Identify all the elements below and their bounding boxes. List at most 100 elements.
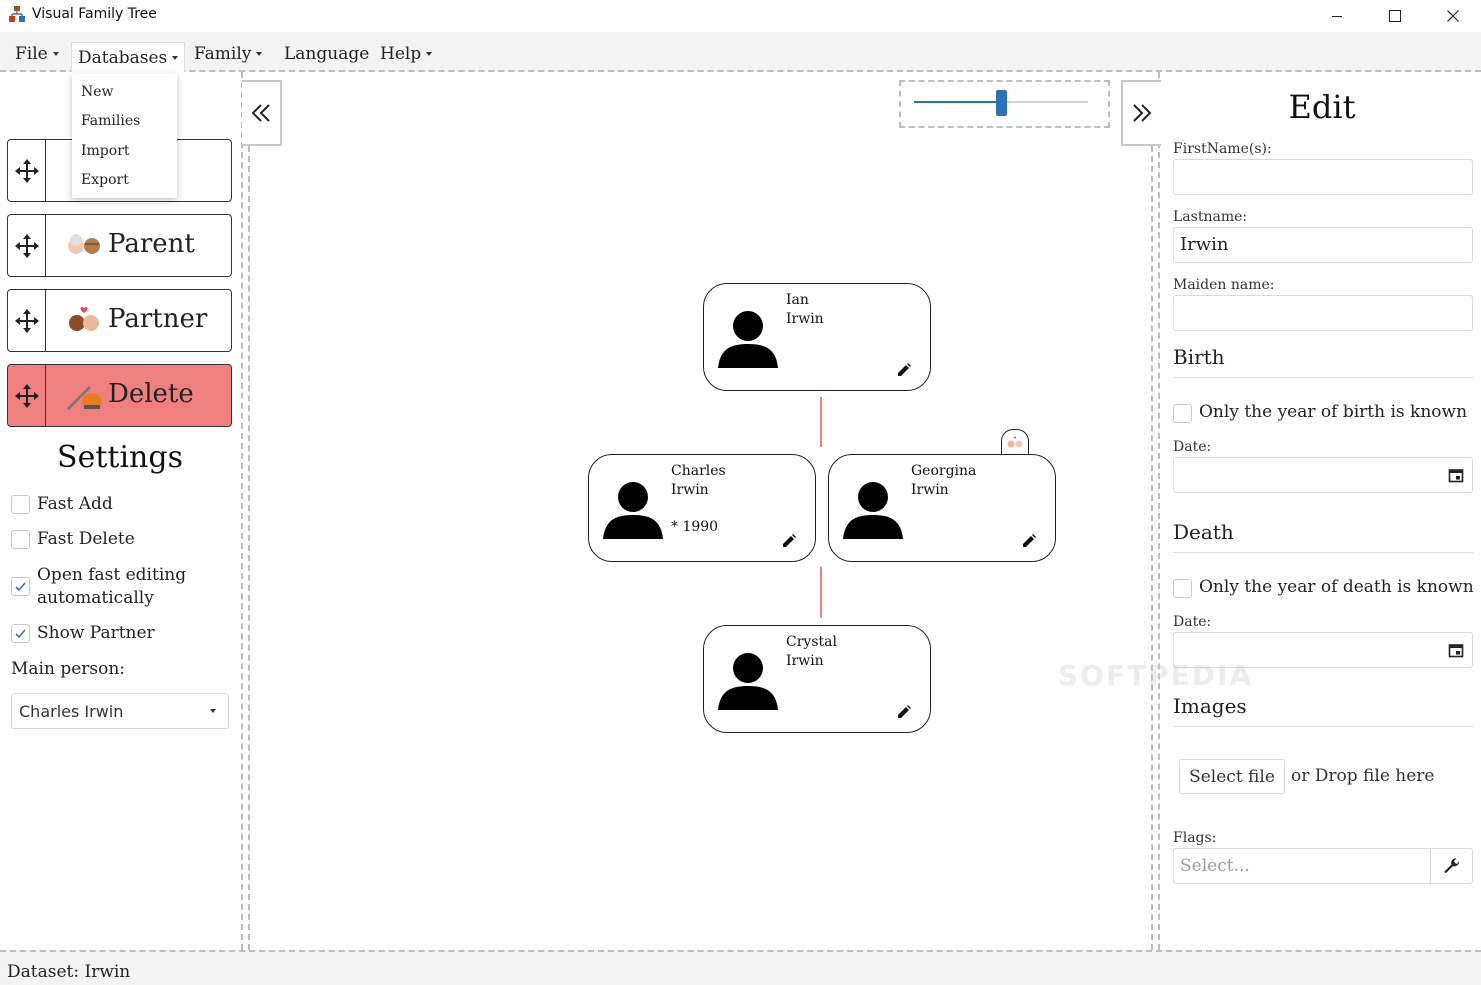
caret-down-icon <box>52 52 59 56</box>
show-partner-label: Show Partner <box>37 623 155 643</box>
lastname-input[interactable]: Irwin <box>1173 227 1473 263</box>
person-silhouette-icon <box>718 653 778 710</box>
death-year-only-label: Only the year of death is known <box>1199 577 1474 597</box>
birth-date-label: Date: <box>1173 439 1212 455</box>
menu-file[interactable]: File <box>15 44 59 64</box>
caret-down-icon <box>426 52 433 56</box>
firstname-label: FirstName(s): <box>1173 141 1272 157</box>
menu-item-import[interactable]: Import <box>81 143 130 159</box>
flags-select[interactable]: Select... <box>1173 848 1473 884</box>
pencil-icon[interactable] <box>896 362 912 378</box>
person-card-ian[interactable]: Ian Irwin <box>703 283 931 391</box>
death-year-only-checkbox[interactable] <box>1173 579 1192 598</box>
grandparents-emoji-icon <box>68 234 100 254</box>
family-tree-app-icon <box>9 6 25 22</box>
main-person-label: Main person: <box>11 659 126 679</box>
add-partner-button[interactable]: Partner <box>7 289 232 352</box>
add-parent-button[interactable]: Parent <box>7 214 232 277</box>
drop-file-text: or Drop file here <box>1291 766 1435 786</box>
partner-badge[interactable] <box>1001 429 1029 455</box>
show-partner-checkbox[interactable] <box>11 624 30 643</box>
drag-handle[interactable] <box>8 365 46 426</box>
couple-kiss-emoji-icon <box>69 306 99 331</box>
birth-year-only-checkbox[interactable] <box>1173 404 1192 423</box>
checkmark-icon <box>15 629 26 639</box>
menu-help-label: Help <box>380 44 422 64</box>
fast-delete-label: Fast Delete <box>37 529 135 549</box>
person-silhouette-icon <box>718 311 778 368</box>
fast-delete-checkbox[interactable] <box>11 530 30 549</box>
left-panel-divider[interactable] <box>241 72 243 950</box>
menu-item-new[interactable]: New <box>81 84 114 100</box>
calendar-icon[interactable] <box>1448 642 1464 658</box>
open-fast-editing-checkbox[interactable] <box>11 577 30 596</box>
maximize-button[interactable] <box>1366 0 1424 32</box>
menu-item-families[interactable]: Families <box>81 113 141 129</box>
menu-language[interactable]: Language <box>284 44 369 64</box>
canvas-right-border <box>1151 146 1153 950</box>
menu-bar <box>0 32 1481 72</box>
firstname-input[interactable] <box>1173 159 1473 195</box>
person-last-name: Irwin <box>786 653 824 669</box>
menu-family[interactable]: Family <box>194 44 263 64</box>
person-first-name: Crystal <box>786 634 837 650</box>
checkmark-icon <box>15 582 26 592</box>
status-bar <box>0 950 1481 985</box>
collapse-left-panel-button[interactable] <box>242 80 282 146</box>
flags-placeholder: Select... <box>1180 856 1250 876</box>
death-date-input[interactable] <box>1173 632 1473 668</box>
drag-handle[interactable] <box>8 290 46 351</box>
couple-icon <box>1007 436 1023 447</box>
death-date-label: Date: <box>1173 614 1212 630</box>
close-icon <box>1447 10 1459 22</box>
person-card-georgina[interactable]: Georgina Irwin <box>828 454 1056 562</box>
flags-settings-button[interactable] <box>1430 849 1472 883</box>
open-fast-editing-label-line2: automatically <box>37 588 154 608</box>
minimize-button[interactable] <box>1308 0 1366 32</box>
maiden-name-label: Maiden name: <box>1173 277 1275 293</box>
double-chevron-right-icon <box>1133 104 1152 122</box>
maiden-name-input[interactable] <box>1173 295 1473 331</box>
databases-dropdown: New Families Import Export <box>72 74 177 198</box>
parent-label: Parent <box>108 229 195 259</box>
close-window-button[interactable] <box>1424 0 1481 32</box>
fast-add-checkbox[interactable] <box>11 495 30 514</box>
move-icon <box>14 158 39 183</box>
menu-databases[interactable]: Databases <box>71 42 186 72</box>
collapse-right-panel-button[interactable] <box>1121 80 1161 146</box>
move-icon <box>14 308 39 333</box>
main-person-value: Charles Irwin <box>19 702 124 721</box>
flags-label: Flags: <box>1173 830 1217 846</box>
menu-help[interactable]: Help <box>380 44 433 64</box>
main-person-select[interactable]: Charles Irwin <box>11 693 229 729</box>
birth-date-input[interactable] <box>1173 457 1473 493</box>
caret-down-icon <box>210 709 216 713</box>
person-first-name: Ian <box>786 292 809 308</box>
menu-file-label: File <box>15 44 48 64</box>
zoom-slider-thumb[interactable] <box>996 90 1007 116</box>
lastname-value: Irwin <box>1180 234 1229 255</box>
person-card-crystal[interactable]: Crystal Irwin <box>703 625 931 733</box>
double-chevron-left-icon <box>251 104 270 122</box>
move-icon <box>14 233 39 258</box>
pencil-icon[interactable] <box>1021 533 1037 549</box>
pencil-icon[interactable] <box>781 533 797 549</box>
images-section-heading: Images <box>1173 694 1473 727</box>
open-fast-editing-label-line1: Open fast editing <box>37 565 187 585</box>
drag-handle[interactable] <box>8 215 46 276</box>
caret-down-icon <box>256 52 263 56</box>
menu-item-export[interactable]: Export <box>81 172 129 188</box>
person-card-charles[interactable]: Charles Irwin * 1990 <box>588 454 816 562</box>
person-last-name: Irwin <box>786 311 824 327</box>
lastname-label: Lastname: <box>1173 209 1248 225</box>
drag-handle[interactable] <box>8 140 46 201</box>
select-file-button[interactable]: Select file <box>1179 759 1285 794</box>
vacuum-emoji-icon <box>67 386 102 410</box>
person-first-name: Charles <box>671 463 726 479</box>
person-last-name: Irwin <box>671 482 709 498</box>
delete-button[interactable]: Delete <box>7 364 232 427</box>
partner-label: Partner <box>108 304 208 334</box>
right-panel-divider[interactable] <box>1158 72 1160 950</box>
pencil-icon[interactable] <box>896 704 912 720</box>
calendar-icon[interactable] <box>1448 467 1464 483</box>
